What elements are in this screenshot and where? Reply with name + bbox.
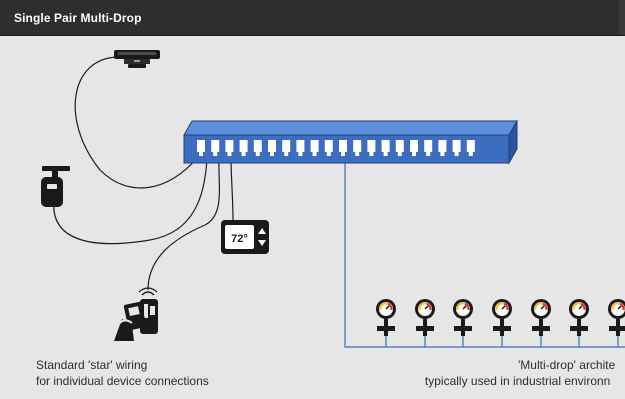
pressure-gauge-icon bbox=[415, 299, 435, 336]
pressure-gauge-icon bbox=[453, 299, 473, 336]
pressure-gauges bbox=[376, 299, 625, 336]
switch-port bbox=[410, 140, 418, 156]
switch-port bbox=[225, 140, 234, 156]
switch-port bbox=[253, 140, 262, 156]
switch-port bbox=[452, 140, 461, 156]
pressure-gauge-icon bbox=[531, 299, 551, 336]
switch-ports bbox=[197, 140, 475, 156]
pressure-gauge-icon bbox=[376, 299, 396, 336]
switch-port bbox=[395, 140, 404, 156]
pressure-gauge-icon bbox=[569, 299, 589, 336]
multidrop-caption-line1: 'Multi-drop' archite bbox=[518, 358, 616, 372]
star-cables bbox=[53, 56, 234, 291]
smoke-detector-icon bbox=[114, 50, 160, 68]
thermostat-up-icon bbox=[258, 228, 266, 234]
switch-port bbox=[282, 140, 291, 156]
star-caption-line2: for individual device connections bbox=[36, 374, 209, 388]
thermostat-down-icon bbox=[258, 240, 266, 246]
multidrop-bus bbox=[344, 162, 625, 348]
cable-card-reader bbox=[147, 157, 220, 291]
card-reader-icon bbox=[114, 287, 158, 341]
switch-port bbox=[381, 140, 390, 156]
page-title: Single Pair Multi-Drop bbox=[14, 11, 142, 25]
switch-port bbox=[466, 140, 475, 156]
switch-port bbox=[211, 140, 220, 156]
bus-drop-line bbox=[344, 162, 625, 348]
switch-port bbox=[339, 140, 347, 156]
pressure-gauge-icon bbox=[608, 299, 625, 336]
switch-port bbox=[268, 140, 276, 156]
switch-port bbox=[296, 140, 305, 156]
wireless-waves-icon bbox=[138, 287, 158, 296]
switch-port bbox=[197, 140, 205, 156]
cable-camera bbox=[53, 157, 208, 245]
cable-thermostat bbox=[230, 157, 234, 221]
title-bar-edge bbox=[619, 0, 625, 35]
switch-port bbox=[438, 140, 447, 156]
switch-port bbox=[353, 140, 362, 156]
switch-port bbox=[239, 140, 248, 156]
network-switch bbox=[183, 119, 518, 165]
switch-port bbox=[424, 140, 433, 156]
title-bar: Single Pair Multi-Drop bbox=[0, 0, 625, 36]
multidrop-caption: 'Multi-drop' archite typically used in i… bbox=[420, 357, 615, 389]
switch-port bbox=[367, 140, 376, 156]
switch-port bbox=[324, 140, 333, 156]
security-camera-icon bbox=[41, 166, 70, 207]
switch-top-face bbox=[183, 120, 518, 136]
pressure-gauge-icon bbox=[492, 299, 512, 336]
thermostat-reading: 72° bbox=[231, 233, 248, 245]
multidrop-caption-line2: typically used in industrial environn bbox=[424, 374, 611, 388]
star-wiring-caption: Standard 'star' wiring for individual de… bbox=[36, 357, 209, 389]
switch-port bbox=[310, 140, 319, 156]
cable-smoke-detector bbox=[74, 56, 198, 189]
thermostat-icon: 72° bbox=[221, 220, 269, 254]
star-caption-line1: Standard 'star' wiring bbox=[36, 358, 148, 372]
